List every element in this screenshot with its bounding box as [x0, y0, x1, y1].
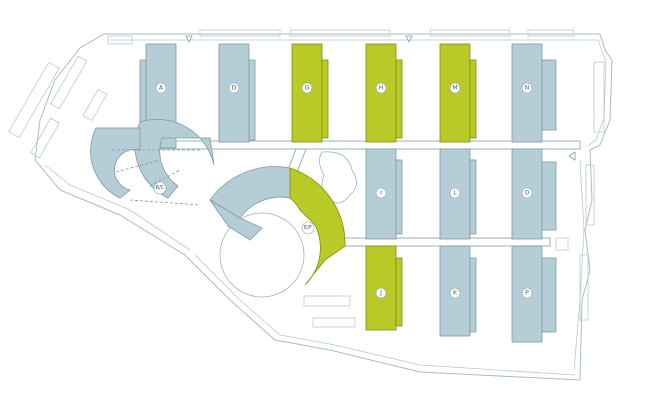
site-boundary	[34, 33, 613, 381]
building-i[interactable]: I	[365, 148, 403, 240]
entrance-arrow-icon	[568, 151, 576, 161]
building-h[interactable]: H	[365, 43, 403, 143]
west-road	[44, 164, 191, 251]
building-l[interactable]: L	[439, 148, 477, 240]
east-road	[573, 159, 585, 371]
building-label-p: P	[525, 290, 529, 297]
building-label-k: K	[453, 290, 458, 297]
building-ef[interactable]: E/F	[209, 166, 346, 286]
garden-area	[319, 151, 357, 204]
building-label-h: H	[379, 85, 384, 92]
building-j[interactable]: J	[365, 245, 403, 331]
building-label-bc: B/C	[156, 185, 165, 191]
building-label-l: L	[453, 190, 457, 197]
building-label-a: A	[159, 85, 164, 92]
top-ticks	[107, 29, 575, 45]
entrance-arrow-icon	[405, 35, 413, 43]
entrance-arrow-icon	[185, 35, 193, 43]
building-label-n: N	[525, 85, 530, 92]
utility-box	[555, 237, 569, 251]
building-label-g: G	[305, 85, 310, 92]
south-road	[194, 254, 576, 376]
building-o[interactable]: O	[511, 148, 557, 240]
building-d[interactable]: D	[218, 43, 256, 143]
building-p[interactable]: P	[511, 245, 557, 343]
parking-area-e	[579, 61, 605, 321]
building-bc[interactable]: B/C	[90, 118, 215, 206]
building-label-ef: E/F	[304, 225, 312, 231]
building-n[interactable]: N	[511, 43, 557, 143]
building-label-m: M	[452, 85, 457, 92]
parking-area-nw	[8, 55, 108, 159]
building-label-i: I	[380, 190, 382, 197]
building-label-j: J	[379, 290, 382, 297]
building-label-d: D	[232, 85, 237, 92]
building-label-o: O	[525, 190, 530, 197]
inner-boundary	[110, 39, 607, 147]
parking-area-s	[303, 295, 356, 328]
building-m[interactable]: M	[439, 43, 477, 143]
building-k[interactable]: K	[439, 245, 477, 337]
building-g[interactable]: G	[291, 43, 329, 143]
